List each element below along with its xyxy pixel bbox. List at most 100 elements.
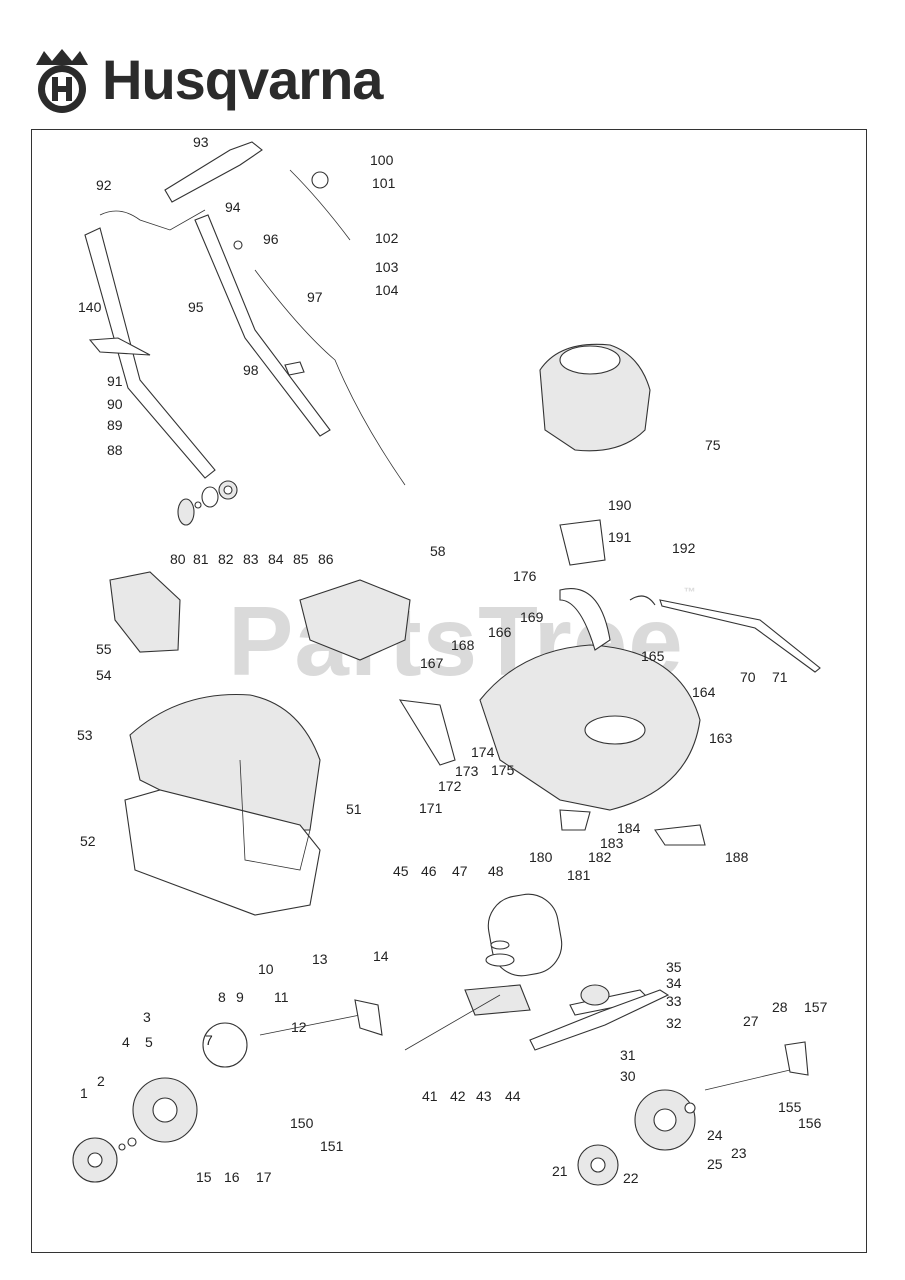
part-label-4: 4 — [122, 1034, 130, 1050]
watermark-trademark: ™ — [683, 585, 697, 599]
part-label-30: 30 — [620, 1068, 636, 1084]
part-label-151: 151 — [320, 1138, 344, 1154]
part-label-80: 80 — [170, 551, 186, 567]
engine — [539, 343, 651, 452]
brand-logo: Husqvarna — [30, 44, 383, 116]
rear-covers — [109, 519, 606, 661]
crown-h-logo-icon — [36, 49, 88, 113]
part-label-34: 34 — [666, 975, 682, 991]
part-label-169: 169 — [520, 609, 544, 625]
part-label-47: 47 — [452, 863, 468, 879]
part-label-188: 188 — [725, 849, 749, 865]
part-label-75: 75 — [705, 437, 721, 453]
part-label-43: 43 — [476, 1088, 492, 1104]
part-label-11: 11 — [274, 989, 289, 1005]
part-label-7: 7 — [205, 1032, 213, 1048]
part-label-1: 1 — [80, 1085, 88, 1101]
part-label-171: 171 — [419, 800, 443, 816]
part-label-44: 44 — [505, 1088, 521, 1104]
part-label-58: 58 — [430, 543, 446, 559]
part-label-52: 52 — [80, 833, 96, 849]
part-label-174: 174 — [471, 744, 495, 760]
part-label-184: 184 — [617, 820, 641, 836]
part-label-175: 175 — [491, 762, 515, 778]
part-label-54: 54 — [96, 667, 112, 683]
height-adjuster — [177, 480, 238, 526]
part-label-88: 88 — [107, 442, 123, 458]
part-label-89: 89 — [107, 417, 123, 433]
part-label-21: 21 — [552, 1163, 568, 1179]
part-label-103: 103 — [375, 259, 399, 275]
part-label-140: 140 — [78, 299, 102, 315]
part-label-45: 45 — [393, 863, 409, 879]
part-label-71: 71 — [772, 669, 788, 685]
part-label-12: 12 — [291, 1019, 307, 1035]
brand-name: Husqvarna — [102, 48, 383, 111]
part-label-97: 97 — [307, 289, 323, 305]
mower-deck — [398, 588, 821, 846]
part-label-24: 24 — [707, 1127, 723, 1143]
part-label-92: 92 — [96, 177, 112, 193]
part-label-96: 96 — [263, 231, 279, 247]
part-label-166: 166 — [488, 624, 512, 640]
part-label-172: 172 — [438, 778, 462, 794]
part-label-94: 94 — [225, 199, 241, 215]
part-label-8: 8 — [218, 989, 226, 1005]
part-label-70: 70 — [740, 669, 756, 685]
part-label-104: 104 — [375, 282, 399, 298]
part-label-2: 2 — [97, 1073, 105, 1089]
part-label-164: 164 — [692, 684, 716, 700]
part-label-98: 98 — [243, 362, 259, 378]
part-label-90: 90 — [107, 396, 123, 412]
part-label-167: 167 — [420, 655, 444, 671]
part-label-32: 32 — [666, 1015, 682, 1031]
part-label-173: 173 — [455, 763, 479, 779]
part-label-157: 157 — [804, 999, 828, 1015]
part-label-53: 53 — [77, 727, 93, 743]
part-label-10: 10 — [258, 961, 274, 977]
part-label-33: 33 — [666, 993, 682, 1009]
part-label-5: 5 — [145, 1034, 153, 1050]
part-label-27: 27 — [743, 1013, 759, 1029]
part-label-100: 100 — [370, 152, 394, 168]
part-label-84: 84 — [268, 551, 284, 567]
part-label-46: 46 — [421, 863, 437, 879]
part-label-81: 81 — [193, 551, 209, 567]
part-label-3: 3 — [143, 1009, 151, 1025]
part-label-55: 55 — [96, 641, 112, 657]
part-label-48: 48 — [488, 863, 504, 879]
part-label-183: 183 — [600, 835, 624, 851]
part-label-182: 182 — [588, 849, 612, 865]
part-label-176: 176 — [513, 568, 537, 584]
part-label-85: 85 — [293, 551, 309, 567]
part-label-22: 22 — [623, 1170, 639, 1186]
part-labels: 9392949610010110210310497951409891908988… — [77, 134, 828, 1186]
part-label-101: 101 — [372, 175, 396, 191]
part-label-14: 14 — [373, 948, 389, 964]
part-label-16: 16 — [224, 1169, 240, 1185]
part-label-42: 42 — [450, 1088, 466, 1104]
part-label-15: 15 — [196, 1169, 212, 1185]
part-label-102: 102 — [375, 230, 399, 246]
part-label-165: 165 — [641, 648, 665, 664]
part-label-155: 155 — [778, 1099, 802, 1115]
diagram-frame — [31, 129, 867, 1253]
wheels — [72, 1022, 696, 1186]
grass-catcher — [124, 693, 321, 916]
part-label-31: 31 — [620, 1047, 636, 1063]
part-label-13: 13 — [312, 951, 328, 967]
part-label-93: 93 — [193, 134, 209, 150]
part-label-190: 190 — [608, 497, 632, 513]
part-label-191: 191 — [608, 529, 632, 545]
part-label-9: 9 — [236, 989, 244, 1005]
axles — [259, 999, 809, 1091]
part-label-41: 41 — [422, 1088, 438, 1104]
part-label-168: 168 — [451, 637, 475, 653]
part-label-51: 51 — [346, 801, 362, 817]
part-label-35: 35 — [666, 959, 682, 975]
part-label-86: 86 — [318, 551, 334, 567]
part-label-82: 82 — [218, 551, 234, 567]
part-label-17: 17 — [256, 1169, 272, 1185]
handle-assembly — [84, 141, 406, 486]
